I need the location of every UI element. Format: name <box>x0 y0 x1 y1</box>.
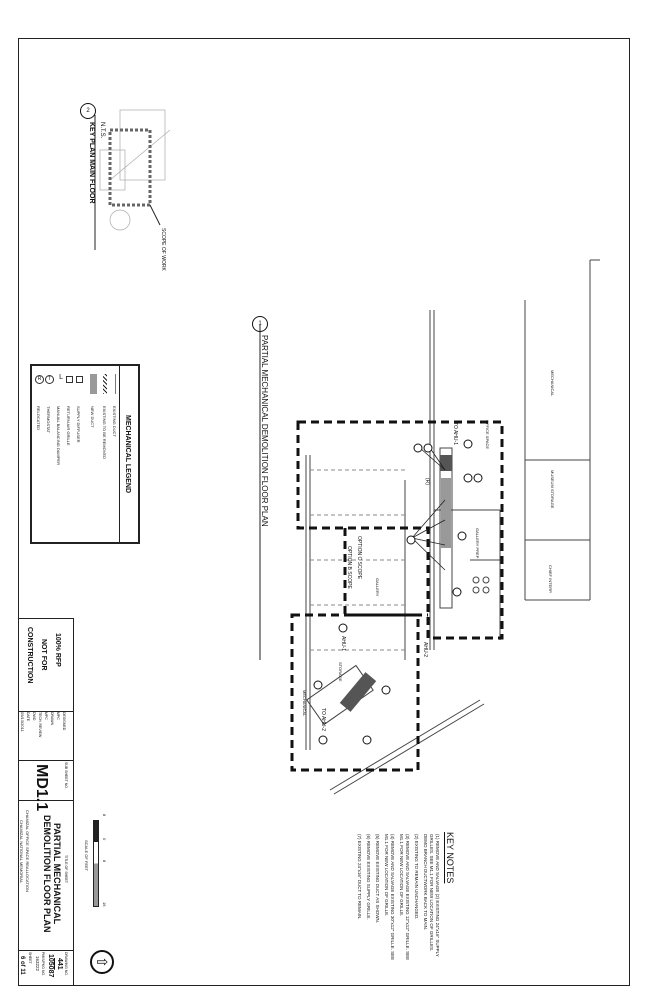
key-note-3: (3) REMOVE AND SALVAGE EXISTING 12"x12" … <box>399 834 410 961</box>
scale-tick: 0 <box>102 838 107 841</box>
key-plan-scale: N.T.S. <box>99 122 105 139</box>
existing-duct-symbol <box>115 374 116 394</box>
status-construction: CONSTRUCTION <box>26 627 33 684</box>
relocated-tag: (R) <box>424 478 430 485</box>
title-label: TITLE OF SHEET <box>64 855 68 884</box>
view-title: PARTIAL MECHANICAL DEMOLITION FLOOR PLAN <box>260 335 269 527</box>
mechanical-legend: MECHANICAL LEGEND EXISTING DUCT EXISTING… <box>30 364 140 544</box>
title-block: 100% RFP NOT FOR CONSTRUCTION DESIGNED M… <box>18 618 74 986</box>
key-note-1: (1) REMOVE AND SALVAGE (2) EXISTING 24"x… <box>423 834 440 957</box>
option-b-label: OPTION B SCOPE <box>346 546 352 589</box>
removed-duct-symbol <box>103 374 107 394</box>
sheet-border <box>18 38 630 986</box>
legend-item: RELOCATED <box>36 406 41 431</box>
sub-sheet-cell: SUB SHEET NO. MD1.1 <box>18 760 73 811</box>
scale-label: SCALE OF FEET <box>84 840 89 872</box>
drawn-value: MPC <box>44 712 48 720</box>
key-note-6: (6) REMOVE EXISTING SUPPLY GRILLE. <box>366 834 371 920</box>
date-label: DATE <box>26 712 30 722</box>
date-value: 09/13/2011 <box>20 712 25 732</box>
status-not-for: NOT FOR <box>40 639 47 671</box>
status-rfp: 100% RFP <box>54 633 61 667</box>
ahu1-label: AHU-1 <box>340 636 346 652</box>
designed-value: MPC <box>56 712 60 720</box>
key-note-2: (2) EXISTING TO REMAIN UNCHANGED. <box>414 834 419 920</box>
sheet-label: SHEET <box>28 952 32 964</box>
key-plan-number: 2 <box>86 108 90 114</box>
room-label: MECHANICAL <box>302 690 307 717</box>
relocated-icon: R <box>35 375 44 384</box>
project-name: CHAMIZAL OFFICE SPACE REALLOCATION <box>25 810 30 892</box>
view-number: 1 <box>258 321 262 327</box>
legend-item: THERMOSTAT <box>46 406 51 433</box>
park-name: CHAMIZAL NATIONAL MEMORIAL <box>19 820 24 884</box>
sheet-number: 6 of 11 <box>19 956 25 975</box>
key-note-4: (4) REMOVE AND SALVAGE EXISTING 30"x12" … <box>384 834 395 961</box>
sub-sheet-number: MD1.1 <box>33 764 50 812</box>
scope-of-work-callout: SCOPE OF WORK <box>160 228 166 271</box>
sub-sheet-label: SUB SHEET NO. <box>64 762 68 789</box>
scale-tick: 8 <box>102 860 107 863</box>
legend-item: EXISTING TO BE REMOVED <box>102 406 107 459</box>
designed-label: DESIGNED <box>62 712 66 731</box>
drawing-no-2: 105087 <box>47 954 54 978</box>
room-label: GALLERY <box>375 578 380 597</box>
tech-review-value: DWD <box>32 712 36 721</box>
scale-tick: 8 <box>102 814 107 817</box>
damper-icon: L <box>59 374 63 381</box>
scale-bar <box>93 820 99 907</box>
pkg-label: PMIS/PKG NO. <box>41 952 45 977</box>
sheet-title: PARTIAL MECHANICAL DEMOLITION FLOOR PLAN <box>42 815 62 933</box>
thermostat-icon: T <box>45 375 54 384</box>
key-note-5: (5) REMOVE EXISTING DUCT AS SHOWN. <box>375 834 380 923</box>
scale-tick: 16 <box>102 902 107 907</box>
drawing-no: 441 <box>56 958 63 970</box>
status-box: 100% RFP NOT FOR CONSTRUCTION <box>18 618 73 712</box>
view-number-bubble: 1 <box>252 316 268 332</box>
legend-item: RETURN AIR GRILLE <box>66 406 71 446</box>
room-label: GALLERY PREP <box>475 528 480 559</box>
room-label: CHIEF INTERP. <box>548 565 553 594</box>
legend-title: MECHANICAL LEGEND <box>124 414 131 494</box>
room-label: OFFICE SPACE <box>485 420 490 450</box>
ahu2-label: AHU-2 <box>422 642 428 658</box>
key-plan-title: KEY PLAN MAIN FLOOR <box>88 122 95 204</box>
drawing-no-label: DRAWING NO. <box>64 952 68 976</box>
new-duct-symbol <box>90 374 97 394</box>
room-label: MUSEUM STORAGE <box>550 470 555 509</box>
room-label: STORAGE <box>338 662 343 682</box>
designer-cells: DESIGNED MPC DRAWN MPC TECH. REVIEW DWD … <box>18 710 73 761</box>
to-ahu2-label: TO AHU-2 <box>320 708 326 731</box>
room-label: MECHANICAL <box>550 370 555 397</box>
pkg-no: 163222 <box>35 956 40 972</box>
sheet-title-cell: TITLE OF SHEET PARTIAL MECHANICAL DEMOLI… <box>18 800 73 951</box>
tech-review-label: TECH. REVIEW <box>38 712 42 738</box>
option-c-label: OPTION C SCOPE <box>356 536 362 580</box>
legend-item: SUPPLY DIFFUSER <box>76 406 81 443</box>
drawn-label: DRAWN <box>50 712 54 726</box>
drawing-number-cell: DRAWING NO. 441 105087 PMIS/PKG NO. 1632… <box>18 950 73 986</box>
return-grille-icon <box>66 376 73 383</box>
key-plan-bubble: 2 <box>80 103 96 119</box>
key-notes-title: KEY NOTES <box>445 832 455 884</box>
key-notes-list: (1) REMOVE AND SALVAGE (2) EXISTING 24"x… <box>320 834 440 964</box>
key-note-7: (7) EXISTING 24"x16" DUCT TO REMAIN. <box>357 834 362 920</box>
north-arrow-icon: ⇧ <box>90 950 114 974</box>
supply-diffuser-icon <box>76 376 83 383</box>
legend-item: EXISTING DUCT <box>112 406 117 437</box>
to-ahu1-label: TO AHU-1 <box>452 422 458 445</box>
legend-item: MANUAL BALANCING DAMPER <box>56 406 61 465</box>
legend-item: NEW DUCT <box>90 406 95 428</box>
